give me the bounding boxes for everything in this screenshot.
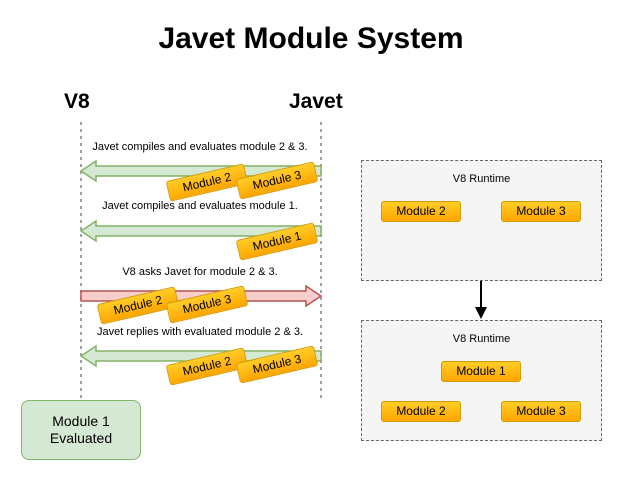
runtime-label: V8 Runtime [452, 173, 511, 185]
runtime-root-module-chip: Module 1 [441, 361, 521, 382]
evaluated-line-2: Evaluated [49, 430, 113, 446]
message-label-1: Javet compiles and evaluates module 2 & … [92, 141, 308, 153]
evaluated-line-1: Module 1 [52, 413, 110, 429]
runtime-module-chip: Module 2 [381, 201, 461, 222]
message-label-2: Javet compiles and evaluates module 1. [102, 200, 298, 212]
runtime-module-chip: Module 3 [501, 201, 581, 222]
runtime-child-module-chip: Module 3 [501, 401, 581, 422]
page-title: Javet Module System [158, 22, 464, 55]
lane-label-javet: Javet [289, 90, 343, 113]
message-label-4: Javet replies with evaluated module 2 & … [96, 326, 304, 338]
lane-label-v8: V8 [64, 90, 90, 113]
runtime-child-module-chip: Module 2 [381, 401, 461, 422]
module-evaluated-box: Module 1 Evaluated [21, 400, 141, 460]
message-label-3: V8 asks Javet for module 2 & 3. [122, 266, 278, 278]
runtime-label: V8 Runtime [452, 333, 511, 345]
runtime-transition-arrowhead [475, 307, 487, 319]
v8-runtime-box-before: V8 Runtime Module 2 Module 3 [361, 160, 602, 281]
v8-runtime-box-after: V8 Runtime Module 1 Module 2 Module 3 [361, 320, 602, 441]
